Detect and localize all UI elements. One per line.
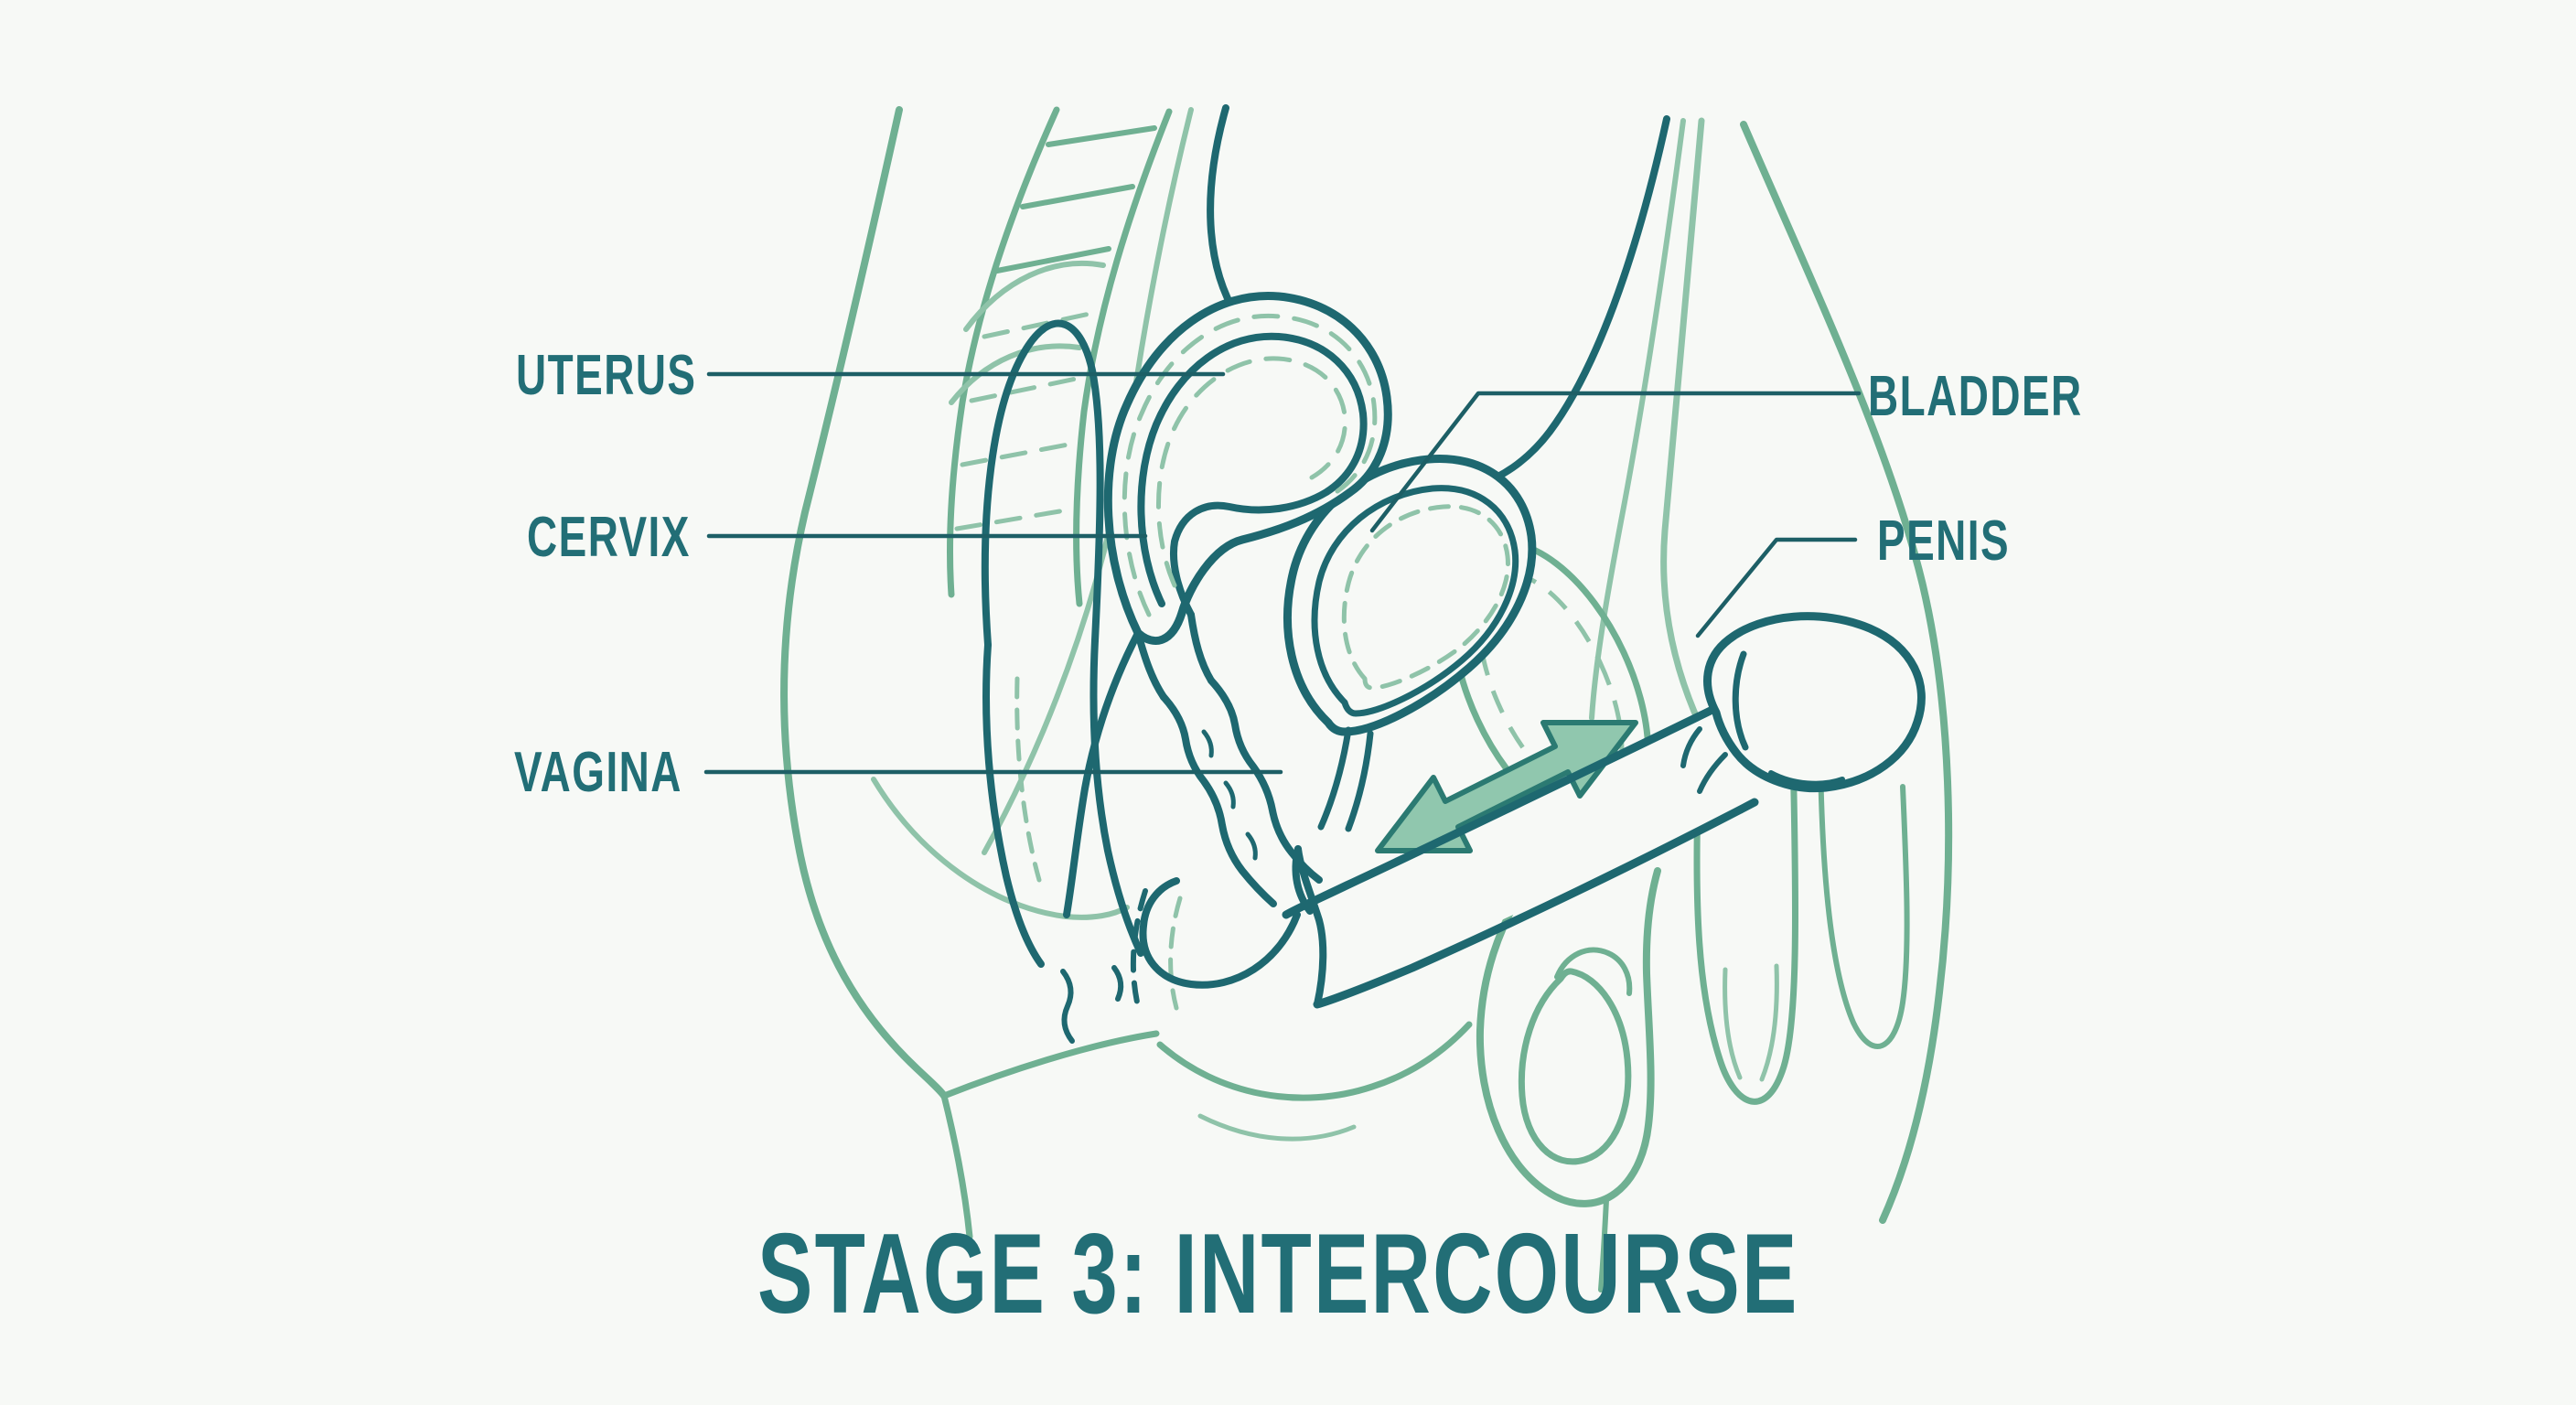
anus-dashed-arc-pale (1168, 896, 1183, 1011)
endometrium-dashed-outer (1122, 313, 1378, 617)
perineum-contour (1156, 1021, 1473, 1101)
buttock-accent (871, 777, 1130, 920)
endometrium-dashed-inner (1156, 356, 1347, 588)
bladder-dashed-lining (1341, 504, 1510, 691)
diagram-title: STAGE 3: INTERCOURSE (757, 1211, 1799, 1337)
thigh-outline (940, 1092, 973, 1240)
vertebra-band (994, 246, 1111, 273)
cervix-canal-left (1134, 629, 1167, 701)
label-uterus: UTERUS (516, 344, 697, 407)
vaginal-wall-front (1160, 693, 1277, 907)
bladder-inner-wall (1311, 485, 1519, 717)
urethra-line (1345, 730, 1374, 832)
penis-shaft-mask (1284, 705, 1756, 1006)
anal-wavy-line (1111, 965, 1124, 1002)
vaginal-ruga-tick (1201, 729, 1214, 758)
perineal-bulge (1139, 877, 1301, 989)
label-penis: PENIS (1877, 509, 2011, 573)
testis-outline (1518, 968, 1632, 1165)
labia-flap (1292, 845, 1314, 915)
shaft-fold-line (1697, 752, 1728, 794)
perineum-accent (1197, 1113, 1357, 1142)
rectum-arch (981, 319, 1104, 649)
epididymis-line (1554, 947, 1633, 996)
body-edge-right (1740, 121, 1953, 1224)
leg-loop-right (1818, 756, 1910, 1049)
vaginal-ruga-tick (1245, 831, 1258, 861)
cervix-canal-right (1187, 611, 1215, 684)
disc-dashed (982, 310, 1097, 339)
rectum-inner-dashed (1014, 676, 1042, 883)
under-buttock-outline (940, 1030, 1160, 1099)
penis-leader-line (1695, 537, 1858, 638)
abdominal-wall-line (1350, 115, 1670, 498)
vulva-curl (1294, 845, 1327, 1008)
corona-line (1732, 650, 1749, 751)
leader-lines (703, 371, 1862, 775)
bowel-arc (949, 343, 1082, 405)
bowel-arc (963, 260, 1106, 332)
bladder-leader-line (1369, 391, 1862, 533)
torso-front-line (1589, 118, 1686, 721)
spine-edge-right (1073, 108, 1173, 607)
anal-wavy-line (1060, 969, 1075, 1044)
disc-dashed (960, 440, 1080, 467)
label-vagina: VAGINA (514, 741, 682, 804)
glans-outline (1703, 612, 1926, 793)
anus-dashed-arc (1130, 888, 1148, 1016)
uterine-cavity-wall (1137, 332, 1368, 618)
disc-dashed (954, 506, 1079, 531)
female-body-outline (780, 106, 1160, 1240)
rectum-wall-right (1089, 637, 1144, 957)
label-bladder: BLADDER (1868, 365, 2083, 428)
pelvic-organs (981, 104, 1670, 1044)
label-cervix: CERVIX (527, 506, 691, 569)
penis-shaft-bottom (1313, 798, 1759, 1009)
rectum-wall-left (982, 641, 1045, 968)
disc-dashed (969, 374, 1088, 403)
vertebra-band (1046, 125, 1157, 147)
back-outline (780, 106, 948, 1099)
scrotal-raphe-line (1598, 1197, 1609, 1292)
vertebra-band (1020, 184, 1135, 209)
leg-accent (1723, 967, 1743, 1080)
glans-detail-line (1768, 770, 1845, 787)
leg-loop (1693, 746, 1799, 1105)
penis-group (1139, 612, 1926, 1009)
leg-accent (1759, 963, 1779, 1082)
shaft-fold-line (1680, 726, 1702, 768)
scrotum-outline (1476, 867, 1661, 1207)
torso-front-line (1660, 117, 1716, 754)
urethra-line (1317, 726, 1352, 831)
vaginal-ruga-tick (1223, 780, 1236, 810)
